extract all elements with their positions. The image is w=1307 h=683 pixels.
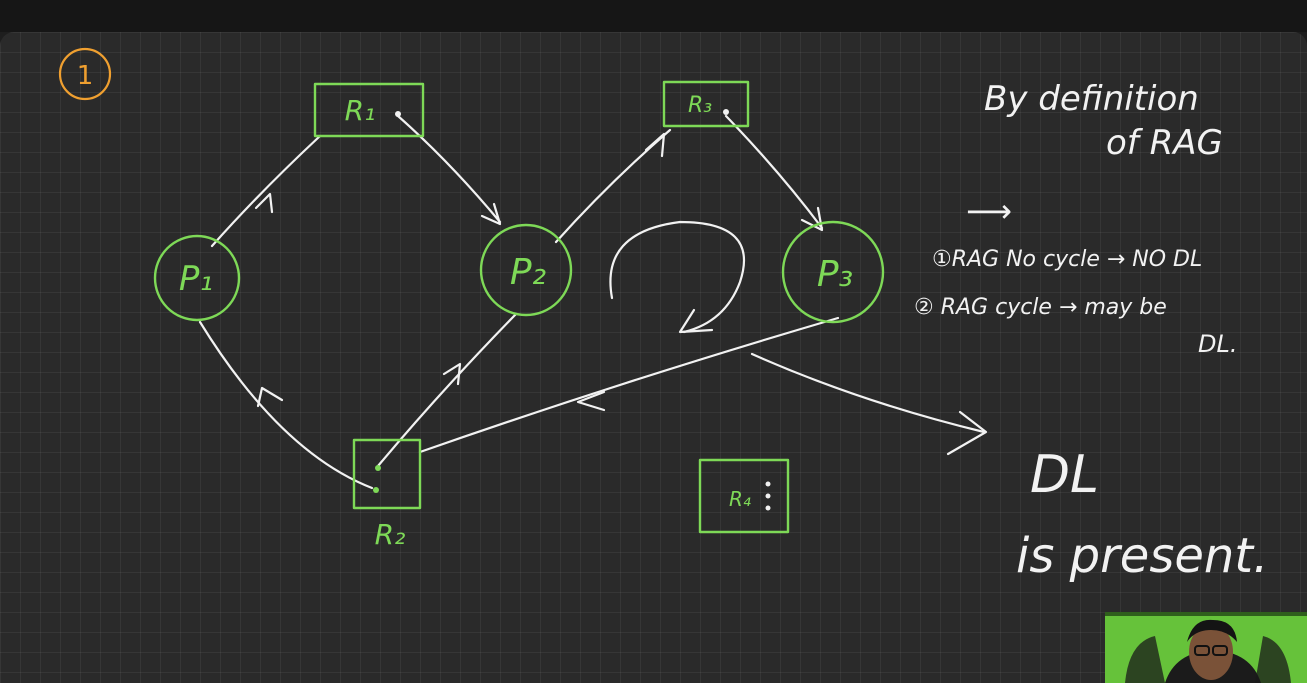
resource-r1-label: R₁ [345,94,376,127]
note-rule1: ①RAG No cycle → NO DL [932,247,1202,272]
edge-r1-p2 [396,114,502,224]
resource-r4-instance-1 [765,481,771,487]
resource-r4: R₄ [698,458,790,534]
resource-r4-instance-3 [765,505,771,511]
resource-r4-box [698,458,790,534]
process-p1-label: P₁ [179,259,213,299]
presenter-glasses-right [1212,645,1228,656]
note-rule2-line2: DL. [1198,330,1237,358]
process-p3-circle [781,220,885,324]
page-number-marker: 1 [58,47,112,101]
resource-r1-box [313,82,425,138]
window-top-bar [0,0,1307,32]
page-number-circle [58,47,112,101]
conclusion-pointer [750,352,986,434]
note-conclusion-line1: DL [1030,445,1099,505]
note-conclusion-line2: is present. [1016,528,1268,584]
arrowhead-r3-p3 [800,206,824,232]
presenter-hair [1187,619,1237,642]
resource-r1: R₁ [313,82,425,138]
note-arrow: ⟶ [966,192,1012,230]
presenter-glasses-left [1194,645,1210,656]
resource-r2-box [352,438,422,510]
cycle-indicator-arrowhead [678,308,714,334]
edge-p1-r1 [210,134,322,248]
edge-p3-r2 [418,316,840,454]
chair-left [1125,636,1165,683]
cycle-indicator [609,220,745,334]
chair-right [1255,636,1291,683]
resource-r1-instance [395,111,401,117]
edge-r3-p3 [724,114,824,230]
process-p1: P₁ [153,234,241,322]
whiteboard-canvas: 1 [0,32,1307,683]
webcam-overlay [1105,612,1307,683]
process-p3: P₃ [781,220,885,324]
webcam-top-edge [1105,612,1307,616]
resource-r2-label: R₂ [375,518,406,551]
presenter-video [1105,612,1307,683]
process-p1-circle [153,234,241,322]
resource-r2-instance-2 [373,487,379,493]
process-p2-label: P₂ [510,252,546,293]
arrowhead-p2-r3 [644,132,666,158]
arrowhead-r2-p1 [256,386,284,408]
resource-r3-label: R₃ [688,93,712,118]
resource-r3-box [662,80,750,128]
note-rule2-line1: ② RAG cycle → may be [914,295,1167,320]
process-p2: P₂ [479,223,573,317]
arrowhead-p1-r1 [254,192,274,214]
edge-r2-p1 [198,320,374,490]
arrowhead-r1-p2 [480,202,502,226]
resource-r4-label: R₄ [729,487,751,511]
resource-r2: R₂ [352,438,422,551]
resource-r2-instance-1 [375,465,381,471]
arrowhead-p3-r2 [576,390,606,412]
arrowhead-r2-p2 [442,362,462,386]
presenter-face [1189,624,1233,680]
resource-r3: R₃ [662,80,750,128]
note-heading-line1: By definition [984,79,1199,119]
notes: By definition of RAG ⟶ ①RAG No cycle → N… [914,79,1268,584]
resource-r3-instance [723,109,729,115]
edges [198,114,988,490]
page-number-text: 1 [77,61,94,91]
process-p3-label: P₃ [817,254,853,295]
edge-p2-r3 [554,128,672,244]
edge-r2-p2 [376,312,518,468]
conclusion-pointer-arrowhead [946,410,988,456]
process-p2-circle [479,223,573,317]
resource-r4-instance-2 [765,493,771,499]
note-heading-line2: of RAG [1106,123,1223,163]
rag-diagram: 1 [58,47,1268,584]
